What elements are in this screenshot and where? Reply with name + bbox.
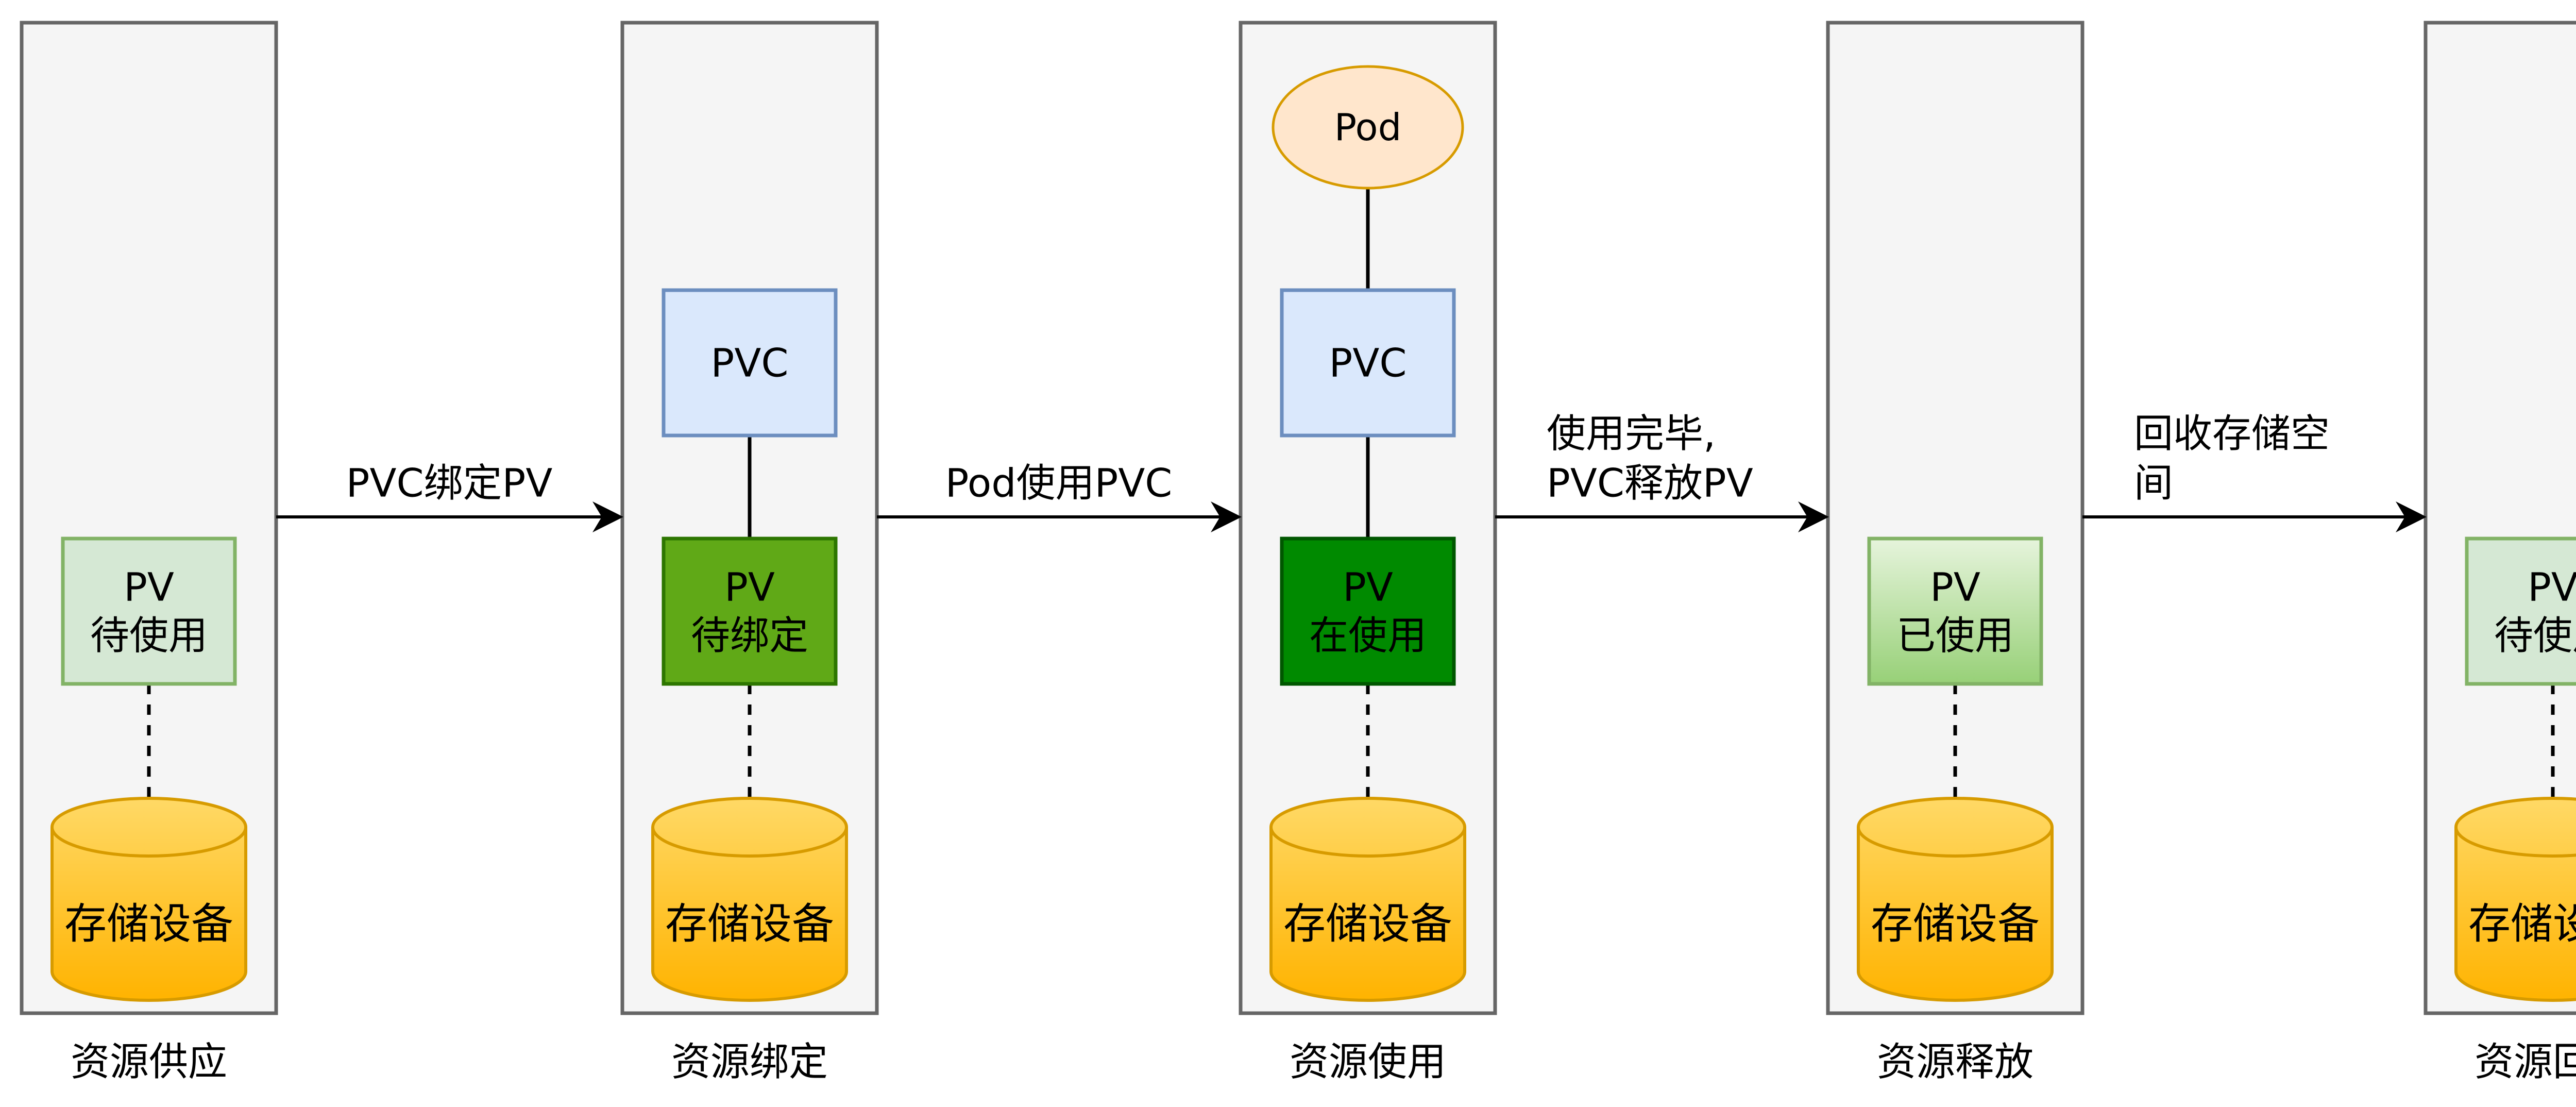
pv-label: PV: [124, 564, 174, 610]
storage-cylinder-rim: [2454, 827, 2576, 858]
pv-label: 在使用: [1309, 613, 1427, 659]
storage-label: 存储设备: [64, 900, 233, 949]
pvc-node: [662, 288, 838, 438]
transition: 使用完毕,PVC释放PV: [1495, 411, 1829, 532]
storage-label: 存储设备: [1283, 900, 1452, 949]
pv-node: [1867, 536, 2043, 686]
pv-node: [61, 536, 237, 686]
pvc-label: PVC: [1329, 340, 1407, 386]
pod-node: [1272, 65, 1464, 190]
storage-cylinder-rim: [1857, 827, 2054, 858]
transition: Pod使用PVC: [877, 460, 1242, 532]
transition-label: 间: [2134, 460, 2173, 506]
pv-label: PV: [1343, 564, 1393, 610]
pv-label: 待使用: [2494, 613, 2576, 659]
stage-lanes: PV待使用存储设备资源供应PVCPV待绑定存储设备资源绑定PodPVCPV在使用…: [20, 21, 2576, 1085]
storage-cylinder-icon: [651, 797, 848, 1002]
storage-label: 存储设备: [665, 900, 834, 949]
transition-label: Pod使用PVC: [945, 460, 1173, 506]
pv-node: [662, 536, 838, 686]
transition-label: 使用完毕,: [1547, 411, 1716, 457]
pv-label: 待使用: [90, 613, 208, 659]
stage-lane: PV待使用存储设备资源回收: [2424, 21, 2576, 1085]
storage-label: 存储设备: [1871, 900, 2040, 949]
stage-label: 资源供应: [71, 1039, 227, 1085]
stage-label: 资源绑定: [671, 1039, 828, 1085]
pod-label: Pod: [1334, 106, 1402, 149]
pvc-node: [1280, 288, 1456, 438]
pvc-label: PVC: [711, 340, 789, 386]
storage-cylinder-rim: [651, 827, 848, 858]
pv-label: PV: [1930, 564, 1980, 610]
storage-cylinder-icon: [1269, 797, 1466, 1002]
pv-node: [1280, 536, 1456, 686]
pv-label: 已使用: [1896, 613, 2014, 659]
storage-cylinder-icon: [50, 797, 247, 1002]
pv-node: [2465, 536, 2576, 686]
transition-label: PVC绑定PV: [346, 460, 553, 506]
stage-label: 资源释放: [1877, 1039, 2033, 1085]
pv-label: PV: [2528, 564, 2576, 610]
transition-label: PVC释放PV: [1547, 460, 1753, 506]
pv-label: PV: [724, 564, 775, 610]
transition-label: 回收存储空: [2134, 411, 2330, 457]
storage-cylinder-icon: [1857, 797, 2054, 1002]
storage-cylinder-rim: [50, 827, 247, 858]
storage-cylinder-rim: [1269, 827, 1466, 858]
storage-label: 存储设备: [2468, 900, 2576, 949]
transition: PVC绑定PV: [276, 460, 623, 532]
pv-label: 待绑定: [691, 613, 808, 659]
stage-label: 资源回收: [2475, 1039, 2576, 1085]
stage-label: 资源使用: [1290, 1039, 1446, 1085]
